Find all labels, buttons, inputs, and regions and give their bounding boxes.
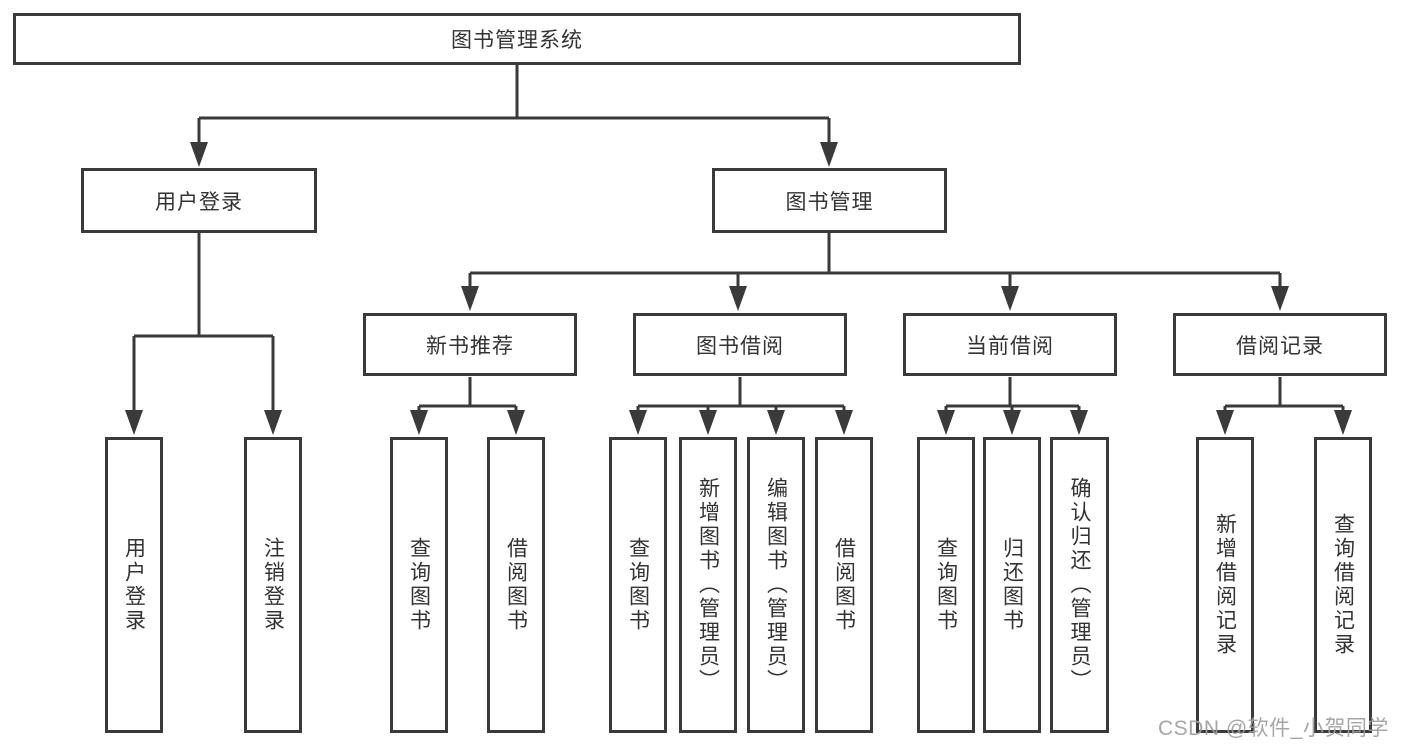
- leaf-label: 查询借阅记录: [1331, 513, 1355, 657]
- leaf-query-books-borrowing: 查询图书: [609, 437, 667, 733]
- node-book-borrowing: 图书借阅: [633, 313, 847, 376]
- leaf-borrow-books-recommend: 借阅图书: [487, 437, 545, 733]
- node-book-management: 图书管理: [712, 168, 947, 233]
- leaf-label: 新增图书（管理员）: [696, 477, 720, 693]
- leaf-user-login: 用户登录: [105, 437, 163, 733]
- leaf-query-borrow-record: 查询借阅记录: [1314, 437, 1372, 733]
- leaf-label: 查询图书: [626, 537, 650, 633]
- leaf-confirm-return-admin: 确认归还（管理员）: [1050, 437, 1109, 733]
- node-new-book-recommendation: 新书推荐: [363, 313, 577, 376]
- leaf-label: 借阅图书: [504, 537, 528, 633]
- leaf-label: 查询图书: [407, 537, 431, 633]
- leaf-query-books-current: 查询图书: [917, 437, 975, 733]
- leaf-add-borrow-record: 新增借阅记录: [1196, 437, 1254, 733]
- leaf-label: 查询图书: [934, 537, 958, 633]
- leaf-query-books-recommend: 查询图书: [390, 437, 448, 733]
- leaf-add-book-admin: 新增图书（管理员）: [679, 437, 737, 733]
- leaf-label: 借阅图书: [832, 537, 856, 633]
- node-current-borrowing: 当前借阅: [903, 313, 1117, 376]
- csdn-watermark: CSDN @软件_小贺同学: [1158, 717, 1389, 740]
- node-borrowing-records: 借阅记录: [1173, 313, 1387, 376]
- leaf-logout: 注销登录: [244, 437, 302, 733]
- leaf-label: 归还图书: [1000, 537, 1024, 633]
- leaf-label: 注销登录: [261, 537, 285, 633]
- leaf-label: 用户登录: [122, 537, 146, 633]
- leaf-label: 确认归还（管理员）: [1068, 477, 1091, 693]
- leaf-return-books: 归还图书: [983, 437, 1041, 733]
- leaf-label: 新增借阅记录: [1213, 513, 1237, 657]
- node-library-management-system: 图书管理系统: [13, 13, 1021, 65]
- leaf-edit-book-admin: 编辑图书（管理员）: [747, 437, 805, 733]
- node-user-login: 用户登录: [81, 168, 317, 233]
- leaf-borrow-books-borrowing: 借阅图书: [815, 437, 873, 733]
- leaf-label: 编辑图书（管理员）: [764, 477, 788, 693]
